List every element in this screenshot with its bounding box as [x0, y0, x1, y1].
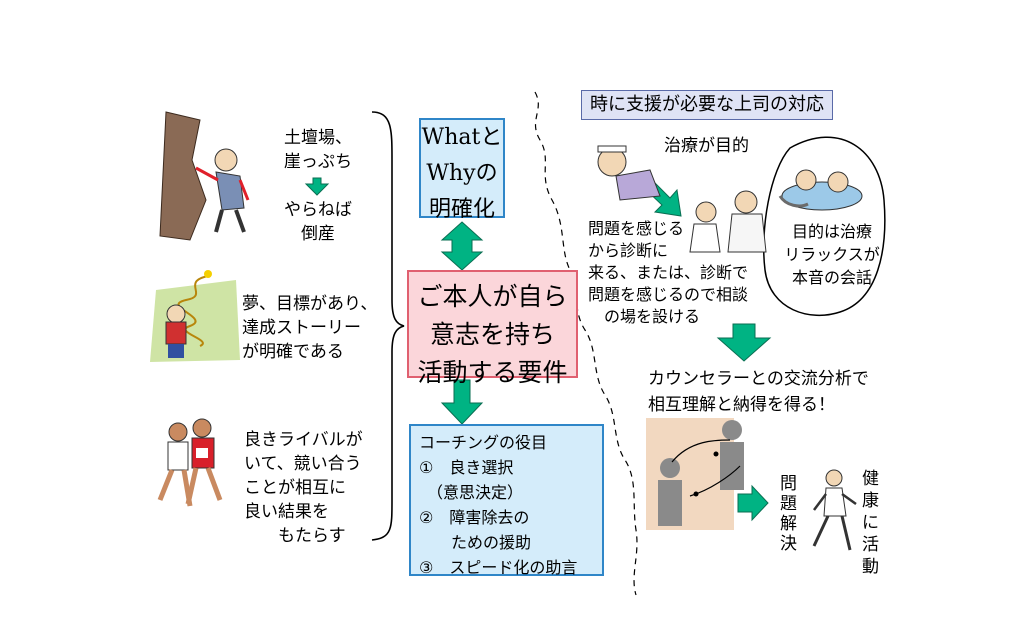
coaching-item: ② 障害除去の [419, 508, 530, 527]
coaching-title: コーチングの役目 [419, 433, 548, 452]
dream-goal-text: 夢、目標があり、 達成ストーリー が明確である [242, 294, 378, 362]
runners-icon [157, 418, 223, 507]
coaching-box: コーチングの役目 ① 良き選択 （意思決定） ② 障害除去の ための援助 ③ ス… [409, 424, 604, 577]
treatment-purpose-text: 治療が目的 [664, 136, 749, 156]
arrow-right-to-solution [737, 484, 769, 522]
counselor-text: カウンセラーとの交流分析で 相互理解と納得を得る！ [648, 369, 869, 415]
cliff-situation-text: 土壇場、 崖っぷち [283, 128, 353, 172]
cliff-result-text: やらねば 倒産 [284, 200, 352, 244]
rival-text: 良きライバルが いて、競い合う ことが相互に 良い結果を もたらす [244, 430, 363, 546]
boss-support-title: 時に支援が必要な上司の対応 [581, 90, 833, 120]
arrow-double-vertical [440, 221, 484, 271]
arrow-down-small [304, 177, 330, 196]
onsen-bubble [762, 136, 886, 316]
onsen-text: 目的は治療 リラックスが 本音の会話 [784, 222, 880, 287]
coaching-item: （意思決定） [419, 483, 524, 502]
problem-solved-text: 問題解決 [780, 474, 797, 554]
active-health-text: 健康に活動 [862, 469, 879, 577]
what-why-box: Whatと Whyの 明確化 [419, 118, 505, 222]
coaching-item: ための援助 [419, 533, 532, 552]
goal-path-icon [150, 270, 240, 362]
onsen-bathers-icon [778, 169, 863, 211]
arrow-down-to-coaching [440, 379, 484, 425]
cliff-climber-icon [159, 111, 250, 241]
counseling-figures-icon [646, 418, 744, 530]
what-why-text: Whatと Whyの 明確化 [421, 125, 503, 222]
sick-person-icon [597, 145, 661, 201]
requirements-text: ご本人が自ら 意志を持ち 活動する要件 [417, 282, 568, 387]
coaching-item: ① 良き選択 [419, 458, 514, 477]
consult-text: 問題を感じる から診断に 来る、または、診断で 問題を感じるので相談 の場を設け… [588, 219, 749, 326]
doctor-patient-icon [689, 190, 767, 253]
grouping-bracket [371, 111, 405, 541]
coaching-item: ③ スピード化の助言 [419, 558, 578, 577]
requirements-box: ご本人が自ら 意志を持ち 活動する要件 [407, 270, 578, 387]
arrow-down-to-counselor [716, 323, 772, 362]
jogger-icon [812, 469, 857, 551]
dashed-separator [534, 91, 638, 596]
